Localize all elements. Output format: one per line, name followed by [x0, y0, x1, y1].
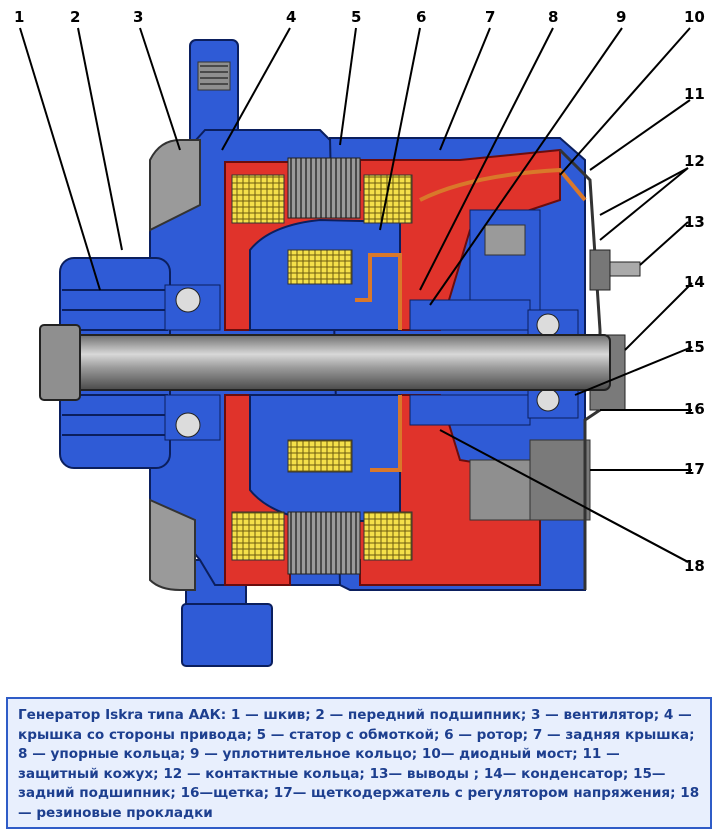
alternator-diagram: 1 2 3 4 5 6 7 8 9 10 11 12 13 14 15 16 1… — [14, 8, 705, 667]
terminal-stud — [589, 249, 641, 291]
callout-4: 4 — [286, 8, 296, 26]
callout-3: 3 — [133, 8, 143, 26]
field-coil-lower — [287, 439, 353, 473]
callout-11: 11 — [684, 85, 705, 103]
callout-17: 17 — [684, 460, 705, 478]
callout-6: 6 — [416, 8, 426, 26]
callout-18: 18 — [684, 557, 705, 575]
callout-16: 16 — [684, 400, 705, 418]
callout-1: 1 — [14, 8, 24, 26]
front-bearing — [164, 284, 221, 441]
callout-2: 2 — [70, 8, 80, 26]
callout-9: 9 — [616, 8, 626, 26]
callout-14: 14 — [684, 273, 705, 291]
callout-13: 13 — [684, 213, 705, 231]
field-coil-upper — [287, 249, 353, 285]
callout-12: 12 — [684, 152, 705, 170]
callout-8: 8 — [548, 8, 558, 26]
figure-caption: Генератор Iskra типа ААК: 1 — шкив; 2 — … — [6, 697, 712, 829]
callout-15: 15 — [684, 338, 705, 356]
callout-10: 10 — [684, 8, 705, 26]
stator-top — [287, 157, 361, 219]
callout-7: 7 — [485, 8, 495, 26]
stator-bottom — [287, 511, 361, 575]
fan — [149, 139, 201, 232]
callout-5: 5 — [351, 8, 361, 26]
rear-bearing — [527, 309, 579, 419]
leader-lines — [19, 27, 693, 563]
shaft — [39, 334, 611, 391]
